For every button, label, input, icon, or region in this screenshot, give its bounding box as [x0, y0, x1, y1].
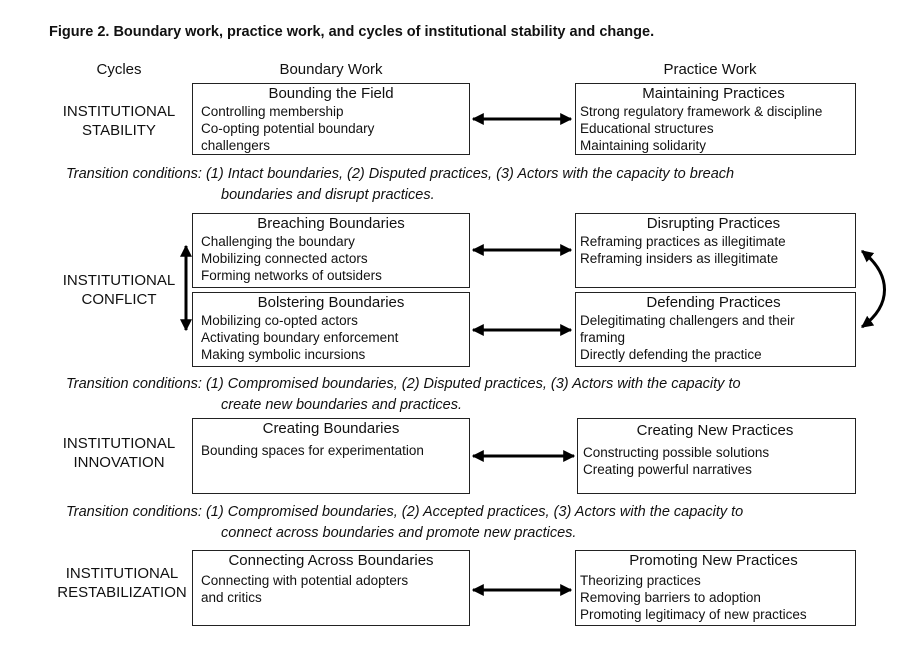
- cycle-label-conflict: INSTITUTIONAL CONFLICT: [55, 271, 183, 309]
- cycle-line-2: STABILITY: [82, 122, 156, 139]
- cycle-line-2: RESTABILIZATION: [57, 584, 187, 601]
- cycle-line-1: INSTITUTIONAL: [62, 103, 176, 120]
- box-item: Reframing insiders as illegitimate: [580, 251, 779, 266]
- cycle-line-1: INSTITUTIONAL: [62, 435, 176, 452]
- box-title: Maintaining Practices: [642, 85, 785, 102]
- box-promoting-new-practices: Promoting New Practices Theorizing pract…: [575, 550, 856, 626]
- box-title: Creating Boundaries: [262, 420, 400, 437]
- cycle-label-restabilization: INSTITUTIONAL RESTABILIZATION: [52, 564, 192, 602]
- cycle-label-stability: INSTITUTIONAL STABILITY: [55, 102, 183, 140]
- box-item: Challenging the boundary: [201, 234, 355, 249]
- box-item: Delegitimating challengers and their: [580, 313, 795, 328]
- box-maintaining-practices: Maintaining Practices Strong regulatory …: [575, 83, 856, 155]
- box-title: Defending Practices: [646, 294, 781, 311]
- cycle-line-1: INSTITUTIONAL: [65, 565, 179, 582]
- transition-conditions-2: Transition conditions: (1) Compromised b…: [66, 374, 741, 416]
- box-item: Constructing possible solutions: [583, 445, 770, 460]
- box-title: Bolstering Boundaries: [257, 294, 405, 311]
- curved-double-arrow-practices: [861, 249, 886, 329]
- box-item: challengers: [201, 138, 271, 153]
- box-item: Forming networks of outsiders: [201, 268, 382, 283]
- box-item: Maintaining solidarity: [580, 138, 707, 153]
- box-title: Connecting Across Boundaries: [228, 552, 434, 569]
- column-header-cycles: Cycles: [96, 61, 142, 78]
- box-disrupting-practices: Disrupting Practices Reframing practices…: [575, 213, 856, 288]
- box-title: Creating New Practices: [636, 422, 794, 439]
- box-item: Educational structures: [580, 121, 714, 136]
- box-title: Disrupting Practices: [646, 215, 781, 232]
- box-title: Breaching Boundaries: [257, 215, 405, 232]
- box-item: Activating boundary enforcement: [201, 330, 399, 345]
- box-item: Reframing practices as illegitimate: [580, 234, 786, 249]
- transition-conditions-3: Transition conditions: (1) Compromised b…: [66, 502, 743, 544]
- box-item: framing: [580, 330, 626, 345]
- box-item: Bounding spaces for experimentation: [201, 443, 424, 458]
- figure-title: Figure 2. Boundary work, practice work, …: [49, 24, 655, 40]
- transition-line-2: create new boundaries and practices.: [221, 397, 463, 413]
- transition-line-1: Transition conditions: (1) Compromised b…: [66, 504, 744, 520]
- box-title: Bounding the Field: [268, 85, 394, 102]
- box-item: Mobilizing connected actors: [201, 251, 368, 266]
- transition-line-2: boundaries and disrupt practices.: [221, 187, 435, 203]
- transition-line-1: Transition conditions: (1) Compromised b…: [66, 376, 741, 392]
- cycle-line-2: CONFLICT: [81, 291, 157, 308]
- box-item: and critics: [201, 590, 262, 605]
- transition-conditions-1: Transition conditions: (1) Intact bounda…: [66, 164, 734, 206]
- box-item: Directly defending the practice: [580, 347, 762, 362]
- box-bounding-the-field: Bounding the Field Controlling membershi…: [192, 83, 470, 155]
- box-creating-new-practices: Creating New Practices Constructing poss…: [577, 418, 856, 494]
- box-item: Theorizing practices: [580, 573, 701, 588]
- column-header-boundary-work: Boundary Work: [279, 61, 383, 78]
- transition-line-2: connect across boundaries and promote ne…: [221, 525, 577, 541]
- box-breaching-boundaries: Breaching Boundaries Challenging the bou…: [192, 213, 470, 288]
- box-bolstering-boundaries: Bolstering Boundaries Mobilizing co-opte…: [192, 292, 470, 367]
- box-item: Co-opting potential boundary: [201, 121, 375, 136]
- column-header-practice-work: Practice Work: [663, 61, 757, 78]
- box-defending-practices: Defending Practices Delegitimating chall…: [575, 292, 856, 367]
- box-item: Creating powerful narratives: [583, 462, 752, 477]
- box-title: Promoting New Practices: [629, 552, 798, 569]
- transition-line-1: Transition conditions: (1) Intact bounda…: [66, 166, 735, 182]
- cycle-line-1: INSTITUTIONAL: [62, 272, 176, 289]
- box-item: Mobilizing co-opted actors: [201, 313, 358, 328]
- box-item: Connecting with potential adopters: [201, 573, 409, 588]
- cycle-label-innovation: INSTITUTIONAL INNOVATION: [55, 434, 183, 472]
- box-item: Controlling membership: [201, 104, 344, 119]
- box-item: Removing barriers to adoption: [580, 590, 761, 605]
- box-item: Making symbolic incursions: [201, 347, 366, 362]
- box-creating-boundaries: Creating Boundaries Bounding spaces for …: [192, 418, 470, 494]
- box-connecting-across-boundaries: Connecting Across Boundaries Connecting …: [192, 550, 470, 626]
- cycle-line-2: INNOVATION: [73, 454, 165, 471]
- box-item: Promoting legitimacy of new practices: [580, 607, 807, 622]
- box-item: Strong regulatory framework & discipline: [580, 104, 823, 119]
